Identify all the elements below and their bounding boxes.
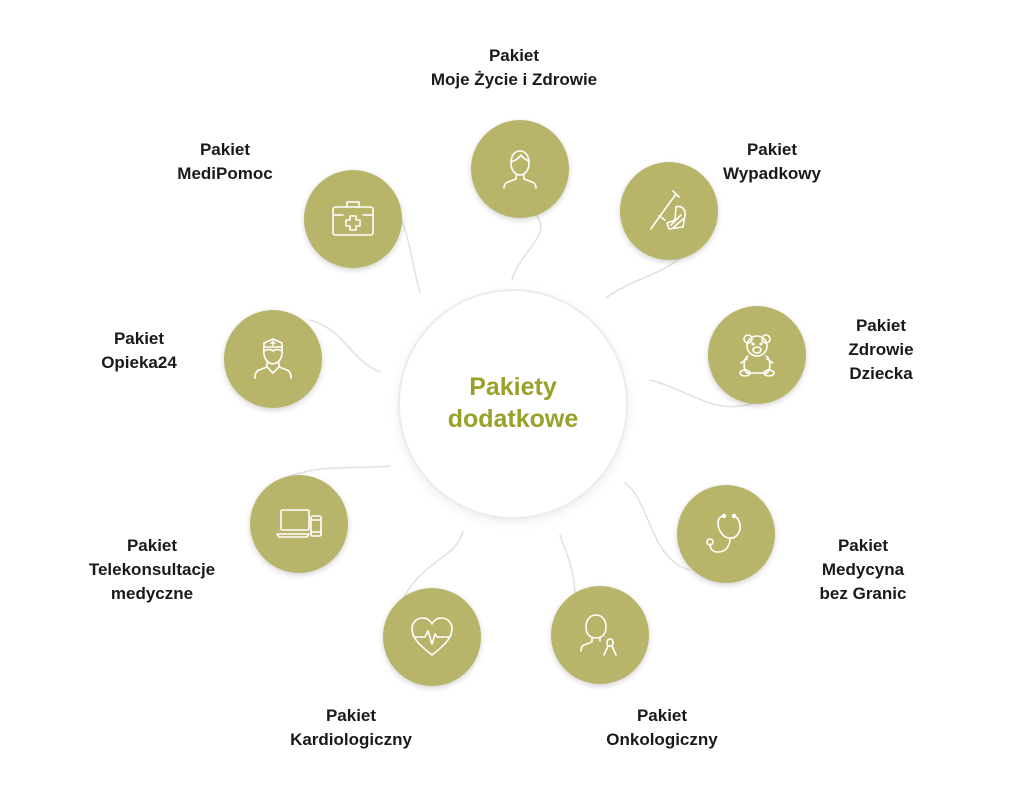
patient-ribbon-icon [580, 614, 617, 656]
node-telekonsultacje[interactable] [250, 475, 348, 573]
nurse-icon [254, 338, 292, 379]
node-kardiologiczny[interactable] [383, 588, 481, 686]
node-bez-granic[interactable] [677, 485, 775, 583]
first-aid-kit-icon [332, 201, 374, 236]
center-title: Pakiety dodatkowe [447, 373, 579, 433]
node-wypadkowy[interactable] [620, 162, 718, 260]
node-medipomoc[interactable] [304, 170, 402, 268]
person-icon [503, 150, 537, 189]
devices-icon [276, 509, 322, 538]
node-onkologiczny[interactable] [551, 586, 649, 684]
stethoscope-icon [706, 513, 741, 553]
crutch-cast-icon [650, 190, 686, 230]
center-circle: Pakiety dodatkowe [400, 291, 626, 517]
node-moje-zycie[interactable] [471, 120, 569, 218]
heart-pulse-icon [411, 617, 453, 656]
teddy-bear-icon [739, 334, 775, 377]
node-opieka24[interactable] [224, 310, 322, 408]
node-zdrowie-dziecka[interactable] [708, 306, 806, 404]
